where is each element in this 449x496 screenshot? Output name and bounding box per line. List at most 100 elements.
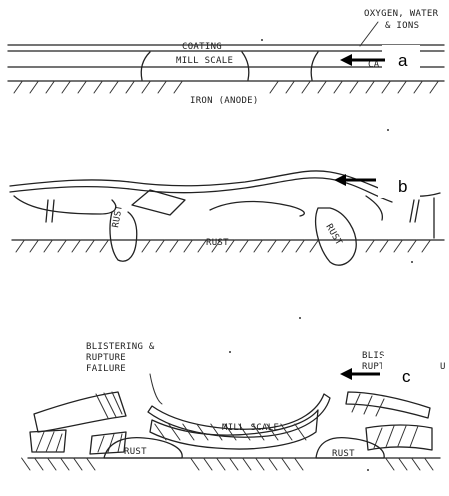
coating-wavy-bottom — [10, 178, 392, 202]
mill-scale-piece-4 — [366, 196, 382, 220]
hatch-stroke — [204, 458, 212, 470]
mill-scale-piece-3 — [210, 201, 304, 216]
scale-piece-2-hatch — [98, 434, 122, 452]
hatch-stroke — [87, 458, 95, 470]
mill-scale-crack-right — [311, 52, 318, 80]
hatch-stroke — [48, 458, 56, 470]
hatch-stroke — [254, 240, 262, 252]
hatch-stroke — [74, 458, 82, 470]
hatch-stroke — [310, 240, 318, 252]
coating-flake-right — [346, 392, 430, 418]
hatch-stroke — [94, 81, 102, 93]
hatch-stroke — [211, 424, 222, 440]
hatch-stroke — [30, 81, 38, 93]
hatch-stroke — [142, 81, 150, 93]
hatch-stroke — [334, 81, 342, 93]
hatch-stroke — [286, 81, 294, 93]
environment-leader-line — [360, 22, 378, 46]
hatch-stroke — [430, 81, 438, 93]
hatch-stroke — [399, 458, 407, 470]
hatch-stroke — [425, 458, 433, 470]
scale-piece-left — [30, 430, 66, 452]
blister-right-label-2: RUPT — [362, 362, 385, 372]
hatch-stroke — [380, 240, 388, 252]
hatch-stroke — [61, 458, 69, 470]
hatch-stroke — [170, 240, 178, 252]
hatch-stroke — [46, 81, 54, 93]
hatch-stroke — [268, 240, 276, 252]
blister-label-3: FAILURE — [86, 364, 126, 374]
rust-label-center: RUST — [206, 238, 229, 248]
coating-wavy-top — [10, 171, 440, 196]
hatch-stroke — [408, 240, 416, 252]
callout-b-arrow-head-icon — [334, 174, 346, 186]
blister-right-label-u: U — [440, 362, 446, 372]
mill-scale-crack-left — [141, 52, 150, 80]
hatch-stroke — [86, 240, 94, 252]
hatch-stroke — [394, 240, 402, 252]
rust-label-c-left: RUST — [124, 447, 147, 457]
hatch-stroke — [72, 240, 80, 252]
hatch-stroke — [22, 458, 30, 470]
coating-flake-left — [34, 392, 126, 432]
iron-hatching-c — [22, 458, 433, 470]
hatch-stroke — [78, 81, 86, 93]
hatch-stroke — [158, 81, 166, 93]
hatch-stroke — [44, 240, 52, 252]
hatch-stroke — [366, 240, 374, 252]
hatch-stroke — [142, 240, 150, 252]
hatch-stroke — [191, 458, 199, 470]
hatch-stroke — [282, 458, 290, 470]
hatch-stroke — [414, 81, 422, 93]
iron-hatching — [14, 81, 438, 93]
hatch-stroke — [110, 81, 118, 93]
hatch-stroke — [62, 81, 70, 93]
hatch-stroke — [382, 81, 390, 93]
rust-label-left: RUST — [111, 204, 125, 229]
hatch-stroke — [58, 240, 66, 252]
callout-c-arrow-head-icon — [340, 368, 352, 380]
environment-label-2: & IONS — [385, 21, 419, 31]
hatch-stroke — [16, 240, 24, 252]
hatch-stroke — [156, 240, 164, 252]
hatch-stroke — [302, 81, 310, 93]
hatch-stroke — [398, 81, 406, 93]
coating-label: COATING — [182, 42, 222, 52]
hatch-stroke — [240, 240, 248, 252]
blister-label-1: BLISTERING & — [86, 342, 155, 352]
scale-piece-left-hatch — [36, 432, 62, 452]
hatch-stroke — [155, 424, 166, 440]
callout-c-letter: c — [402, 367, 411, 386]
panel-c: BLISTERING & RUPTURE FAILURE BLIS RUPT U… — [22, 342, 446, 470]
hatch-stroke — [412, 458, 420, 470]
callout-b-letter: b — [398, 177, 407, 196]
panel-a: OXYGEN, WATER & IONS COATING MILL SCALE … — [8, 9, 444, 106]
mill-scale-label: MILL SCALE — [176, 56, 233, 66]
hatch-stroke — [230, 458, 238, 470]
flake-left-hatch — [96, 392, 122, 418]
rust-label-right: RUST — [323, 223, 343, 248]
hatch-stroke — [282, 240, 290, 252]
blister-leader-line — [150, 374, 162, 404]
hatch-stroke — [30, 240, 38, 252]
hatch-stroke — [318, 81, 326, 93]
rust-label-c-right: RUST — [332, 449, 355, 459]
hatch-stroke — [217, 458, 225, 470]
hatch-stroke — [295, 458, 303, 470]
mill-scale-label-c: MILL SCALE — [222, 423, 279, 433]
hatch-stroke — [386, 458, 394, 470]
hatch-stroke — [422, 240, 430, 252]
hatch-stroke — [296, 240, 304, 252]
hatch-stroke — [35, 458, 43, 470]
hatch-stroke — [126, 81, 134, 93]
scale-piece-right-hatch — [374, 426, 418, 448]
hatch-stroke — [350, 81, 358, 93]
mill-scale-crack-mid — [242, 52, 249, 80]
hatch-stroke — [174, 81, 182, 93]
hatch-stroke — [184, 240, 192, 252]
iron-anode-label: IRON (ANODE) — [190, 96, 259, 106]
blister-right-label-1: BLIS — [362, 351, 385, 361]
mill-scale-piece-2 — [132, 190, 185, 215]
mill-scale-piece-1 — [14, 196, 116, 214]
